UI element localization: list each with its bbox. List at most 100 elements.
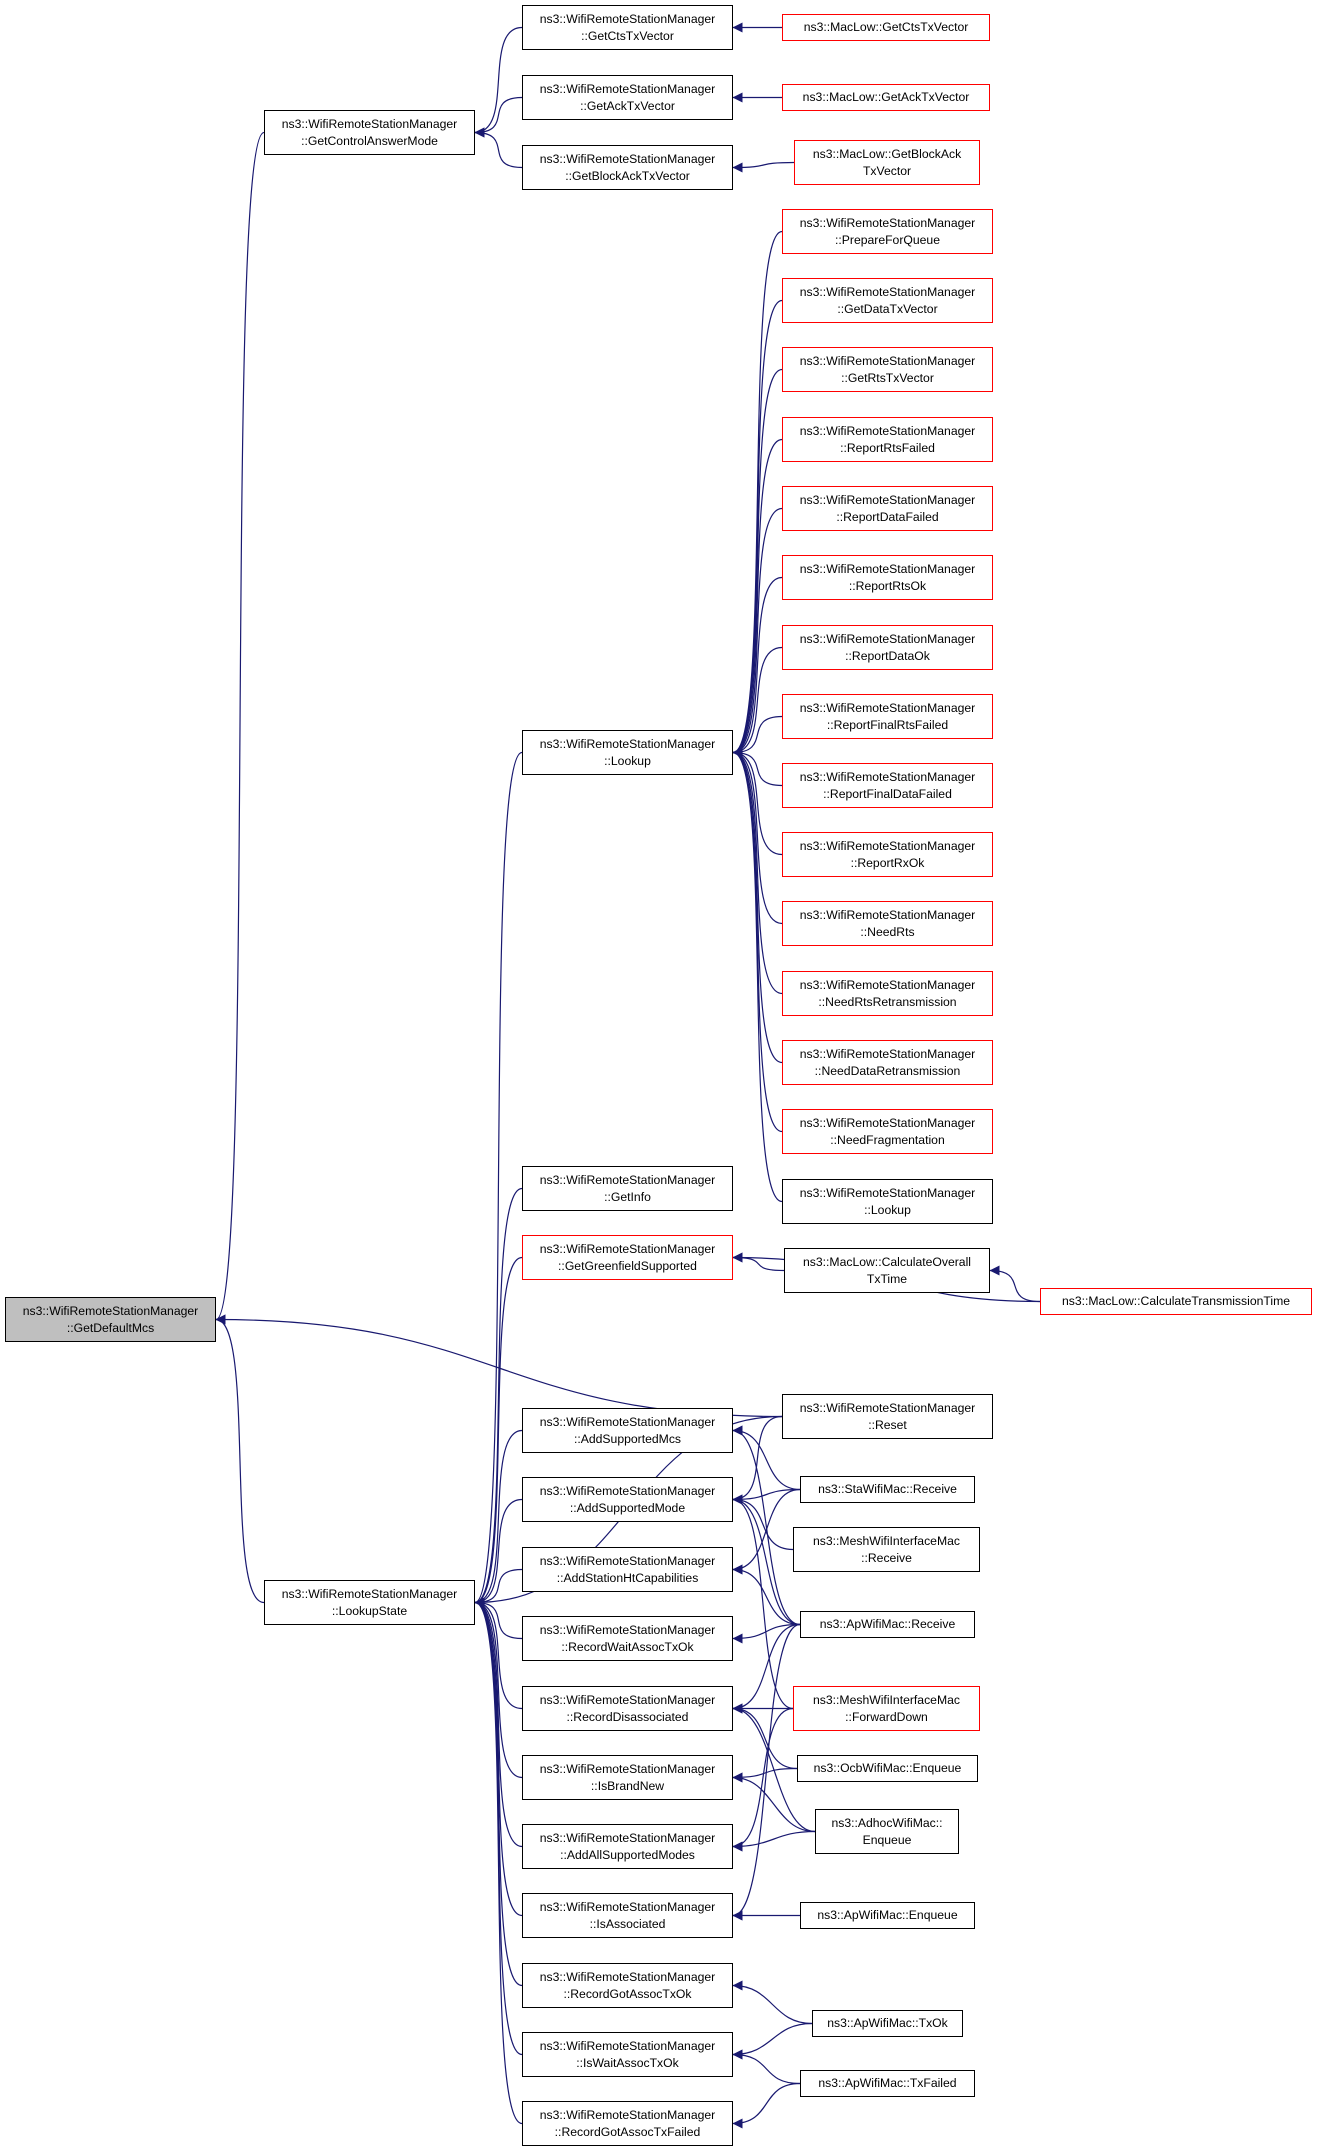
node-record-disassociated[interactable]: ns3::WifiRemoteStationManager ::RecordDi… — [522, 1686, 733, 1731]
node-line: ns3::WifiRemoteStationManager — [799, 561, 976, 576]
node-mesh-wifi-interface-mac-receive[interactable]: ns3::MeshWifiInterfaceMac ::Receive — [793, 1527, 980, 1572]
node-report-data-ok[interactable]: ns3::WifiRemoteStationManager ::ReportDa… — [782, 625, 993, 670]
node-line: ns3::WifiRemoteStationManager — [539, 1172, 716, 1187]
node-line: ::Receive — [861, 1550, 912, 1565]
call-edge — [474, 1429, 523, 1608]
node-get-ack-tx-vector[interactable]: ns3::WifiRemoteStationManager ::GetAckTx… — [522, 75, 733, 120]
node-line: ::NeedRtsRetransmission — [818, 994, 957, 1009]
node-ap-wifi-mac-enqueue[interactable]: ns3::ApWifiMac::Enqueue — [800, 1902, 975, 1929]
node-report-data-failed[interactable]: ns3::WifiRemoteStationManager ::ReportDa… — [782, 486, 993, 531]
node-line: ns3::WifiRemoteStationManager — [539, 736, 716, 751]
node-adhoc-wifi-mac-enqueue[interactable]: ns3::AdhocWifiMac:: Enqueue — [815, 1809, 959, 1854]
node-record-wait-assoc-tx-ok[interactable]: ns3::WifiRemoteStationManager ::RecordWa… — [522, 1616, 733, 1661]
node-line: ns3::WifiRemoteStationManager — [799, 631, 976, 646]
node-get-info[interactable]: ns3::WifiRemoteStationManager ::GetInfo — [522, 1166, 733, 1211]
node-calculate-transmission-time[interactable]: ns3::MacLow::CalculateTransmissionTime — [1040, 1288, 1312, 1315]
call-edge — [215, 1314, 265, 1604]
node-record-got-assoc-tx-failed[interactable]: ns3::WifiRemoteStationManager ::RecordGo… — [522, 2101, 733, 2146]
node-get-control-answer-mode[interactable]: ns3::WifiRemoteStationManager ::GetContr… — [264, 110, 475, 155]
node-need-rts[interactable]: ns3::WifiRemoteStationManager ::NeedRts — [782, 901, 993, 946]
node-line: ::RecordGotAssocTxOk — [563, 1986, 692, 2001]
call-edge — [732, 747, 783, 925]
node-report-final-rts-failed[interactable]: ns3::WifiRemoteStationManager ::ReportFi… — [782, 694, 993, 739]
node-line: ::ReportRtsFailed — [840, 440, 935, 455]
node-line: ns3::WifiRemoteStationManager — [799, 423, 976, 438]
call-edge — [474, 1498, 523, 1608]
node-line: ns3::WifiRemoteStationManager — [539, 1241, 716, 1256]
node-line: ns3::WifiRemoteStationManager — [799, 907, 976, 922]
node-line: ns3::WifiRemoteStationManager — [539, 1899, 716, 1914]
call-edge — [732, 1415, 783, 1505]
call-edge — [732, 646, 783, 758]
node-line: ns3::ApWifiMac::Receive — [819, 1617, 956, 1631]
node-line: ::RecordDisassociated — [566, 1709, 689, 1724]
node-maclow-get-cts-tx-vector[interactable]: ns3::MacLow::GetCtsTxVector — [782, 14, 990, 41]
node-line: ns3::WifiRemoteStationManager — [539, 2038, 716, 2053]
node-ap-wifi-mac-tx-ok[interactable]: ns3::ApWifiMac::TxOk — [812, 2010, 963, 2037]
node-line: ns3::WifiRemoteStationManager — [539, 2107, 716, 2122]
node-ocb-wifi-mac-enqueue[interactable]: ns3::OcbWifiMac::Enqueue — [797, 1755, 978, 1782]
call-edge — [732, 1707, 794, 1852]
node-line: ::ReportFinalDataFailed — [823, 786, 952, 801]
node-line: Enqueue — [862, 1832, 912, 1847]
node-prepare-for-queue[interactable]: ns3::WifiRemoteStationManager ::PrepareF… — [782, 209, 993, 254]
node-report-rx-ok[interactable]: ns3::WifiRemoteStationManager ::ReportRx… — [782, 832, 993, 877]
node-line: ns3::WifiRemoteStationManager — [799, 1046, 976, 1061]
node-add-all-supported-modes[interactable]: ns3::WifiRemoteStationManager ::AddAllSu… — [522, 1824, 733, 1869]
call-edge — [474, 1597, 523, 1779]
node-add-station-ht-capabilities[interactable]: ns3::WifiRemoteStationManager ::AddStati… — [522, 1547, 733, 1592]
node-line: ns3::ApWifiMac::TxOk — [827, 2016, 948, 2030]
node-is-brand-new[interactable]: ns3::WifiRemoteStationManager ::IsBrandN… — [522, 1755, 733, 1800]
node-ap-wifi-mac-tx-failed[interactable]: ns3::ApWifiMac::TxFailed — [800, 2070, 975, 2097]
node-need-rts-retransmission[interactable]: ns3::WifiRemoteStationManager ::NeedRtsR… — [782, 971, 993, 1016]
node-line: ::RecordWaitAssocTxOk — [561, 1639, 694, 1654]
call-edge — [732, 161, 795, 173]
node-line: ::RecordGotAssocTxFailed — [554, 2124, 701, 2139]
node-get-data-tx-vector[interactable]: ns3::WifiRemoteStationManager ::GetDataT… — [782, 278, 993, 323]
call-edge — [732, 1703, 798, 1770]
node-calculate-overall-tx-time[interactable]: ns3::MacLow::CalculateOverall TxTime — [784, 1248, 990, 1293]
node-line: ns3::WifiRemoteStationManager — [539, 1830, 716, 1845]
node-line: ::ForwardDown — [845, 1709, 928, 1724]
node-get-greenfield-supported[interactable]: ns3::WifiRemoteStationManager ::GetGreen… — [522, 1235, 733, 1280]
node-line: ::ReportDataOk — [845, 648, 930, 663]
node-need-data-retransmission[interactable]: ns3::WifiRemoteStationManager ::NeedData… — [782, 1040, 993, 1085]
node-get-rts-tx-vector[interactable]: ns3::WifiRemoteStationManager ::GetRtsTx… — [782, 347, 993, 392]
node-sta-wifi-mac-receive[interactable]: ns3::StaWifiMac::Receive — [800, 1476, 975, 1503]
node-line: ns3::WifiRemoteStationManager — [799, 700, 976, 715]
node-ap-wifi-mac-receive[interactable]: ns3::ApWifiMac::Receive — [800, 1611, 975, 1638]
node-get-cts-tx-vector[interactable]: ns3::WifiRemoteStationManager ::GetCtsTx… — [522, 5, 733, 50]
node-is-associated[interactable]: ns3::WifiRemoteStationManager ::IsAssoci… — [522, 1893, 733, 1938]
node-is-wait-assoc-tx-ok[interactable]: ns3::WifiRemoteStationManager ::IsWaitAs… — [522, 2032, 733, 2077]
call-edge — [732, 1494, 794, 1710]
node-line: ns3::WifiRemoteStationManager — [799, 1400, 976, 1415]
node-maclow-get-block-ack-tx-vector[interactable]: ns3::MacLow::GetBlockAck TxVector — [794, 140, 980, 185]
node-lookup[interactable]: ns3::WifiRemoteStationManager ::Lookup — [522, 730, 733, 775]
node-report-rts-ok[interactable]: ns3::WifiRemoteStationManager ::ReportRt… — [782, 555, 993, 600]
node-add-supported-mode[interactable]: ns3::WifiRemoteStationManager ::AddSuppo… — [522, 1477, 733, 1522]
call-edge — [732, 1623, 801, 1714]
call-edge — [474, 1597, 523, 1640]
node-line: ::IsBrandNew — [590, 1778, 665, 1793]
node-add-supported-mcs[interactable]: ns3::WifiRemoteStationManager ::AddSuppo… — [522, 1408, 733, 1453]
node-line: ns3::MacLow::CalculateOverall — [803, 1254, 971, 1269]
node-lookup-overload[interactable]: ns3::WifiRemoteStationManager ::Lookup — [782, 1179, 993, 1224]
call-edge — [732, 576, 783, 758]
node-record-got-assoc-tx-ok[interactable]: ns3::WifiRemoteStationManager ::RecordGo… — [522, 1963, 733, 2008]
node-maclow-get-ack-tx-vector[interactable]: ns3::MacLow::GetAckTxVector — [782, 84, 990, 111]
node-line: ::GetAckTxVector — [580, 98, 675, 113]
node-get-block-ack-tx-vector[interactable]: ns3::WifiRemoteStationManager ::GetBlock… — [522, 145, 733, 190]
call-edge — [732, 1767, 798, 1783]
node-line: TxVector — [862, 163, 912, 178]
node-need-fragmentation[interactable]: ns3::WifiRemoteStationManager ::NeedFrag… — [782, 1109, 993, 1154]
node-lookup-state[interactable]: ns3::WifiRemoteStationManager ::LookupSt… — [264, 1580, 475, 1625]
node-line: ns3::WifiRemoteStationManager — [799, 284, 976, 299]
node-line: ::Lookup — [864, 1202, 911, 1217]
node-report-rts-failed[interactable]: ns3::WifiRemoteStationManager ::ReportRt… — [782, 417, 993, 462]
node-report-final-data-failed[interactable]: ns3::WifiRemoteStationManager ::ReportFi… — [782, 763, 993, 808]
node-line: ::LookupState — [331, 1603, 408, 1618]
call-edge — [474, 1187, 523, 1608]
node-reset[interactable]: ns3::WifiRemoteStationManager ::Reset — [782, 1394, 993, 1439]
call-edge — [474, 1597, 523, 2125]
node-mesh-wifi-interface-mac-forward-down[interactable]: ns3::MeshWifiInterfaceMac ::ForwardDown — [793, 1686, 980, 1731]
